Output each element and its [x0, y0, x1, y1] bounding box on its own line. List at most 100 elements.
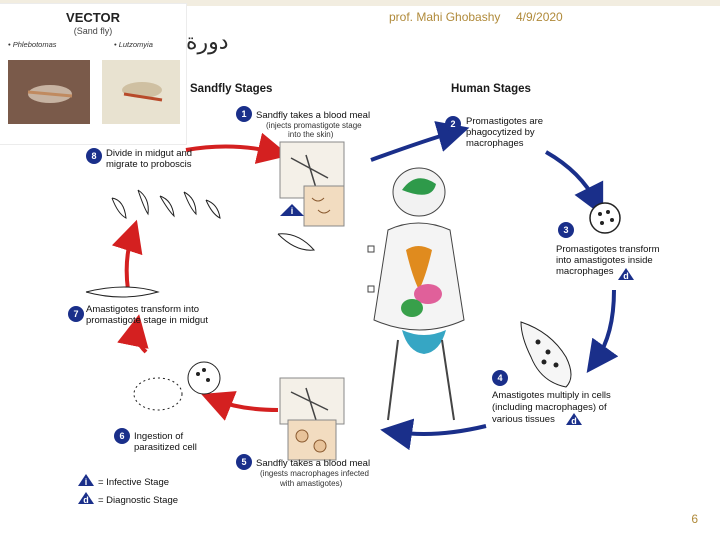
vector-inset: VECTOR (Sand fly) • Phlebotomas • Lutzom…	[0, 4, 186, 144]
date-label: 4/9/2020	[516, 10, 563, 24]
svg-text:3: 3	[563, 225, 568, 235]
step-8-label: Divide in midgut and	[106, 148, 192, 159]
human-stages-header: Human Stages	[451, 83, 531, 95]
genus-phlebotomas: • Phlebotomas	[8, 40, 57, 49]
infected-macrophages-panel	[287, 419, 337, 461]
legend: i = Infective Stage d = Diagnostic Stage	[78, 474, 178, 506]
transforming-amastigote-icon	[85, 286, 160, 298]
step-3: 3 Promastigotes transform into amastigot…	[556, 202, 660, 281]
life-cycle-diagram: Sandfly Stages Human Stages 1 Sandfly ta…	[66, 80, 671, 512]
svg-text:with amastigotes): with amastigotes)	[279, 479, 343, 488]
svg-text:(including macrophages) of: (including macrophages) of	[492, 402, 607, 413]
svg-text:6: 6	[119, 431, 124, 441]
svg-text:2: 2	[450, 119, 455, 129]
diagnostic-stage-icon	[618, 268, 634, 280]
svg-text:into the skin): into the skin)	[288, 130, 334, 139]
step-1-badge	[236, 106, 252, 122]
macrophage-icon	[589, 202, 621, 234]
spleen-icon	[401, 299, 423, 317]
human-body-figure	[367, 167, 465, 421]
step-2-badge	[445, 116, 461, 132]
author-label: prof. Mahi Ghobashy	[389, 10, 501, 24]
step-6-badge	[114, 428, 130, 444]
svg-text:(ingests macrophages infected: (ingests macrophages infected	[260, 469, 369, 478]
brain-icon	[402, 178, 436, 195]
step-5: 5 Sandfly takes a blood meal (ingests ma…	[236, 377, 370, 488]
promastigote-icon	[277, 233, 316, 251]
arrow-3-to-4	[586, 289, 619, 373]
step-4-badge	[492, 370, 508, 386]
step-8: 8 Divide in midgut and migrate to probos…	[86, 148, 221, 219]
arrow-6-to-7	[117, 314, 149, 354]
infective-legend-label: = Infective Stage	[98, 477, 169, 488]
vector-title: VECTOR	[66, 10, 120, 25]
sandfly-stages-header: Sandfly Stages	[190, 83, 272, 95]
step-5-badge	[236, 454, 252, 470]
step-3-label: Promastigotes transform	[556, 244, 660, 255]
infective-legend-icon	[78, 474, 94, 486]
infected-tissue-cell-icon	[520, 321, 572, 388]
svg-text:i: i	[291, 206, 294, 216]
step-1: 1 Sandfly takes a blood meal (injects pr…	[236, 106, 370, 251]
diagnostic-legend-icon	[78, 492, 94, 504]
step-7: 7 Amastigotes transform into promastigot…	[68, 286, 208, 326]
svg-text:migrate to proboscis: migrate to proboscis	[106, 159, 192, 170]
svg-text:macrophages: macrophages	[556, 266, 614, 277]
svg-text:d: d	[623, 271, 629, 281]
step-4-label: Amastigotes multiply in cells	[492, 390, 611, 401]
svg-text:5: 5	[241, 457, 246, 467]
dividing-promastigotes-icon	[111, 189, 221, 219]
vector-subtitle: (Sand fly)	[73, 26, 113, 36]
lutzomyia-photo	[102, 60, 180, 124]
svg-text:i: i	[85, 477, 88, 487]
slide-number: 6	[691, 512, 698, 526]
step-1-label: Sandfly takes a blood meal	[256, 110, 370, 121]
svg-text:into amastigotes inside: into amastigotes inside	[556, 255, 653, 266]
step-6: 6 Ingestion of parasitized cell	[114, 361, 221, 453]
top-border-band	[0, 0, 720, 6]
step-2-label: Promastigotes are	[466, 116, 543, 127]
step-5-label: Sandfly takes a blood meal	[256, 458, 370, 469]
arrow-7-to-8	[111, 219, 143, 291]
step-8-badge	[86, 148, 102, 164]
arrow-2-to-3	[545, 150, 604, 217]
released-amastigotes-icon	[133, 377, 183, 411]
svg-text:4: 4	[497, 373, 502, 383]
skin-promastigote-panel	[303, 185, 345, 227]
parasitized-cell-icon	[187, 361, 221, 395]
svg-text:7: 7	[73, 309, 78, 319]
arrow-5-to-6	[201, 391, 279, 421]
liver-icon	[414, 284, 442, 304]
step-3-badge	[558, 222, 574, 238]
step-4: 4 Amastigotes multiply in cells (includi…	[492, 321, 611, 426]
sandfly-icon	[290, 387, 329, 421]
svg-text:d: d	[571, 416, 577, 426]
svg-text:phagocytized by: phagocytized by	[466, 127, 535, 138]
arrow-4-to-5	[380, 418, 487, 451]
arrow-1-to-2	[370, 121, 470, 162]
svg-text:(injects promastigote stage: (injects promastigote stage	[266, 121, 362, 130]
sandfly-icon	[290, 154, 329, 189]
step-6-label: Ingestion of	[134, 431, 183, 442]
step-7-badge	[68, 306, 84, 322]
step-7-label: Amastigotes transform into	[86, 304, 199, 315]
svg-text:1: 1	[241, 109, 246, 119]
life-cycle-svg: Sandfly Stages Human Stages 1 Sandfly ta…	[68, 83, 660, 506]
lungs-icon	[406, 246, 432, 290]
svg-text:d: d	[83, 495, 89, 505]
svg-text:promastigote stage in midgut: promastigote stage in midgut	[86, 315, 208, 326]
svg-text:parasitized cell: parasitized cell	[134, 442, 197, 453]
diagnostic-stage-icon	[566, 413, 582, 425]
slide-title: دورة	[186, 30, 229, 55]
svg-text:8: 8	[91, 151, 96, 161]
svg-text:various tissues: various tissues	[492, 414, 555, 425]
diagnostic-legend-label: = Diagnostic Stage	[98, 495, 178, 506]
arrow-8-to-1	[185, 132, 290, 164]
step-2: 2 Promastigotes are phagocytized by macr…	[445, 116, 543, 149]
svg-text:macrophages: macrophages	[466, 138, 524, 149]
genus-lutzomyia: • Lutzomyia	[114, 40, 153, 49]
sandfly-feeding-panel	[279, 377, 345, 425]
phlebotomus-photo	[8, 60, 90, 124]
infective-stage-icon	[280, 204, 304, 216]
intestines-icon	[402, 330, 446, 354]
